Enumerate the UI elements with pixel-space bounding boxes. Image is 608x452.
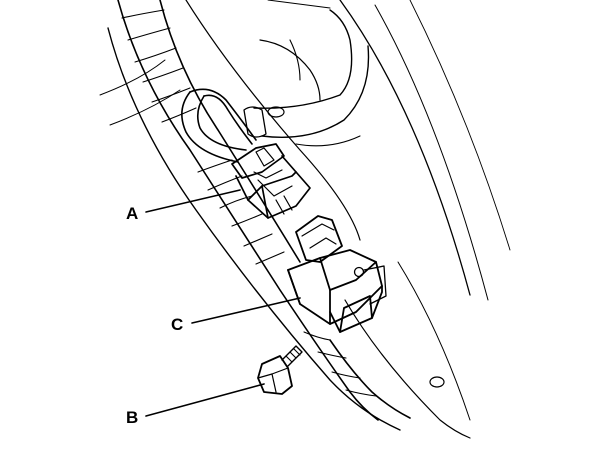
bolt-b	[257, 345, 303, 395]
body-panel	[99, 0, 511, 439]
branch-wire	[181, 9, 370, 163]
wire-harness	[117, 0, 411, 421]
leader-line-c	[191, 297, 301, 324]
bolt-hole	[353, 266, 365, 278]
component-c	[287, 215, 387, 333]
connector-a	[231, 143, 311, 219]
leader-line-a	[145, 189, 241, 213]
panel-hole	[429, 376, 445, 388]
callout-label-b: B	[126, 408, 138, 427]
leader-lines	[145, 189, 301, 417]
callout-label-a: A	[126, 204, 138, 223]
callout-label-c: C	[171, 315, 183, 334]
leader-line-b	[145, 383, 265, 417]
